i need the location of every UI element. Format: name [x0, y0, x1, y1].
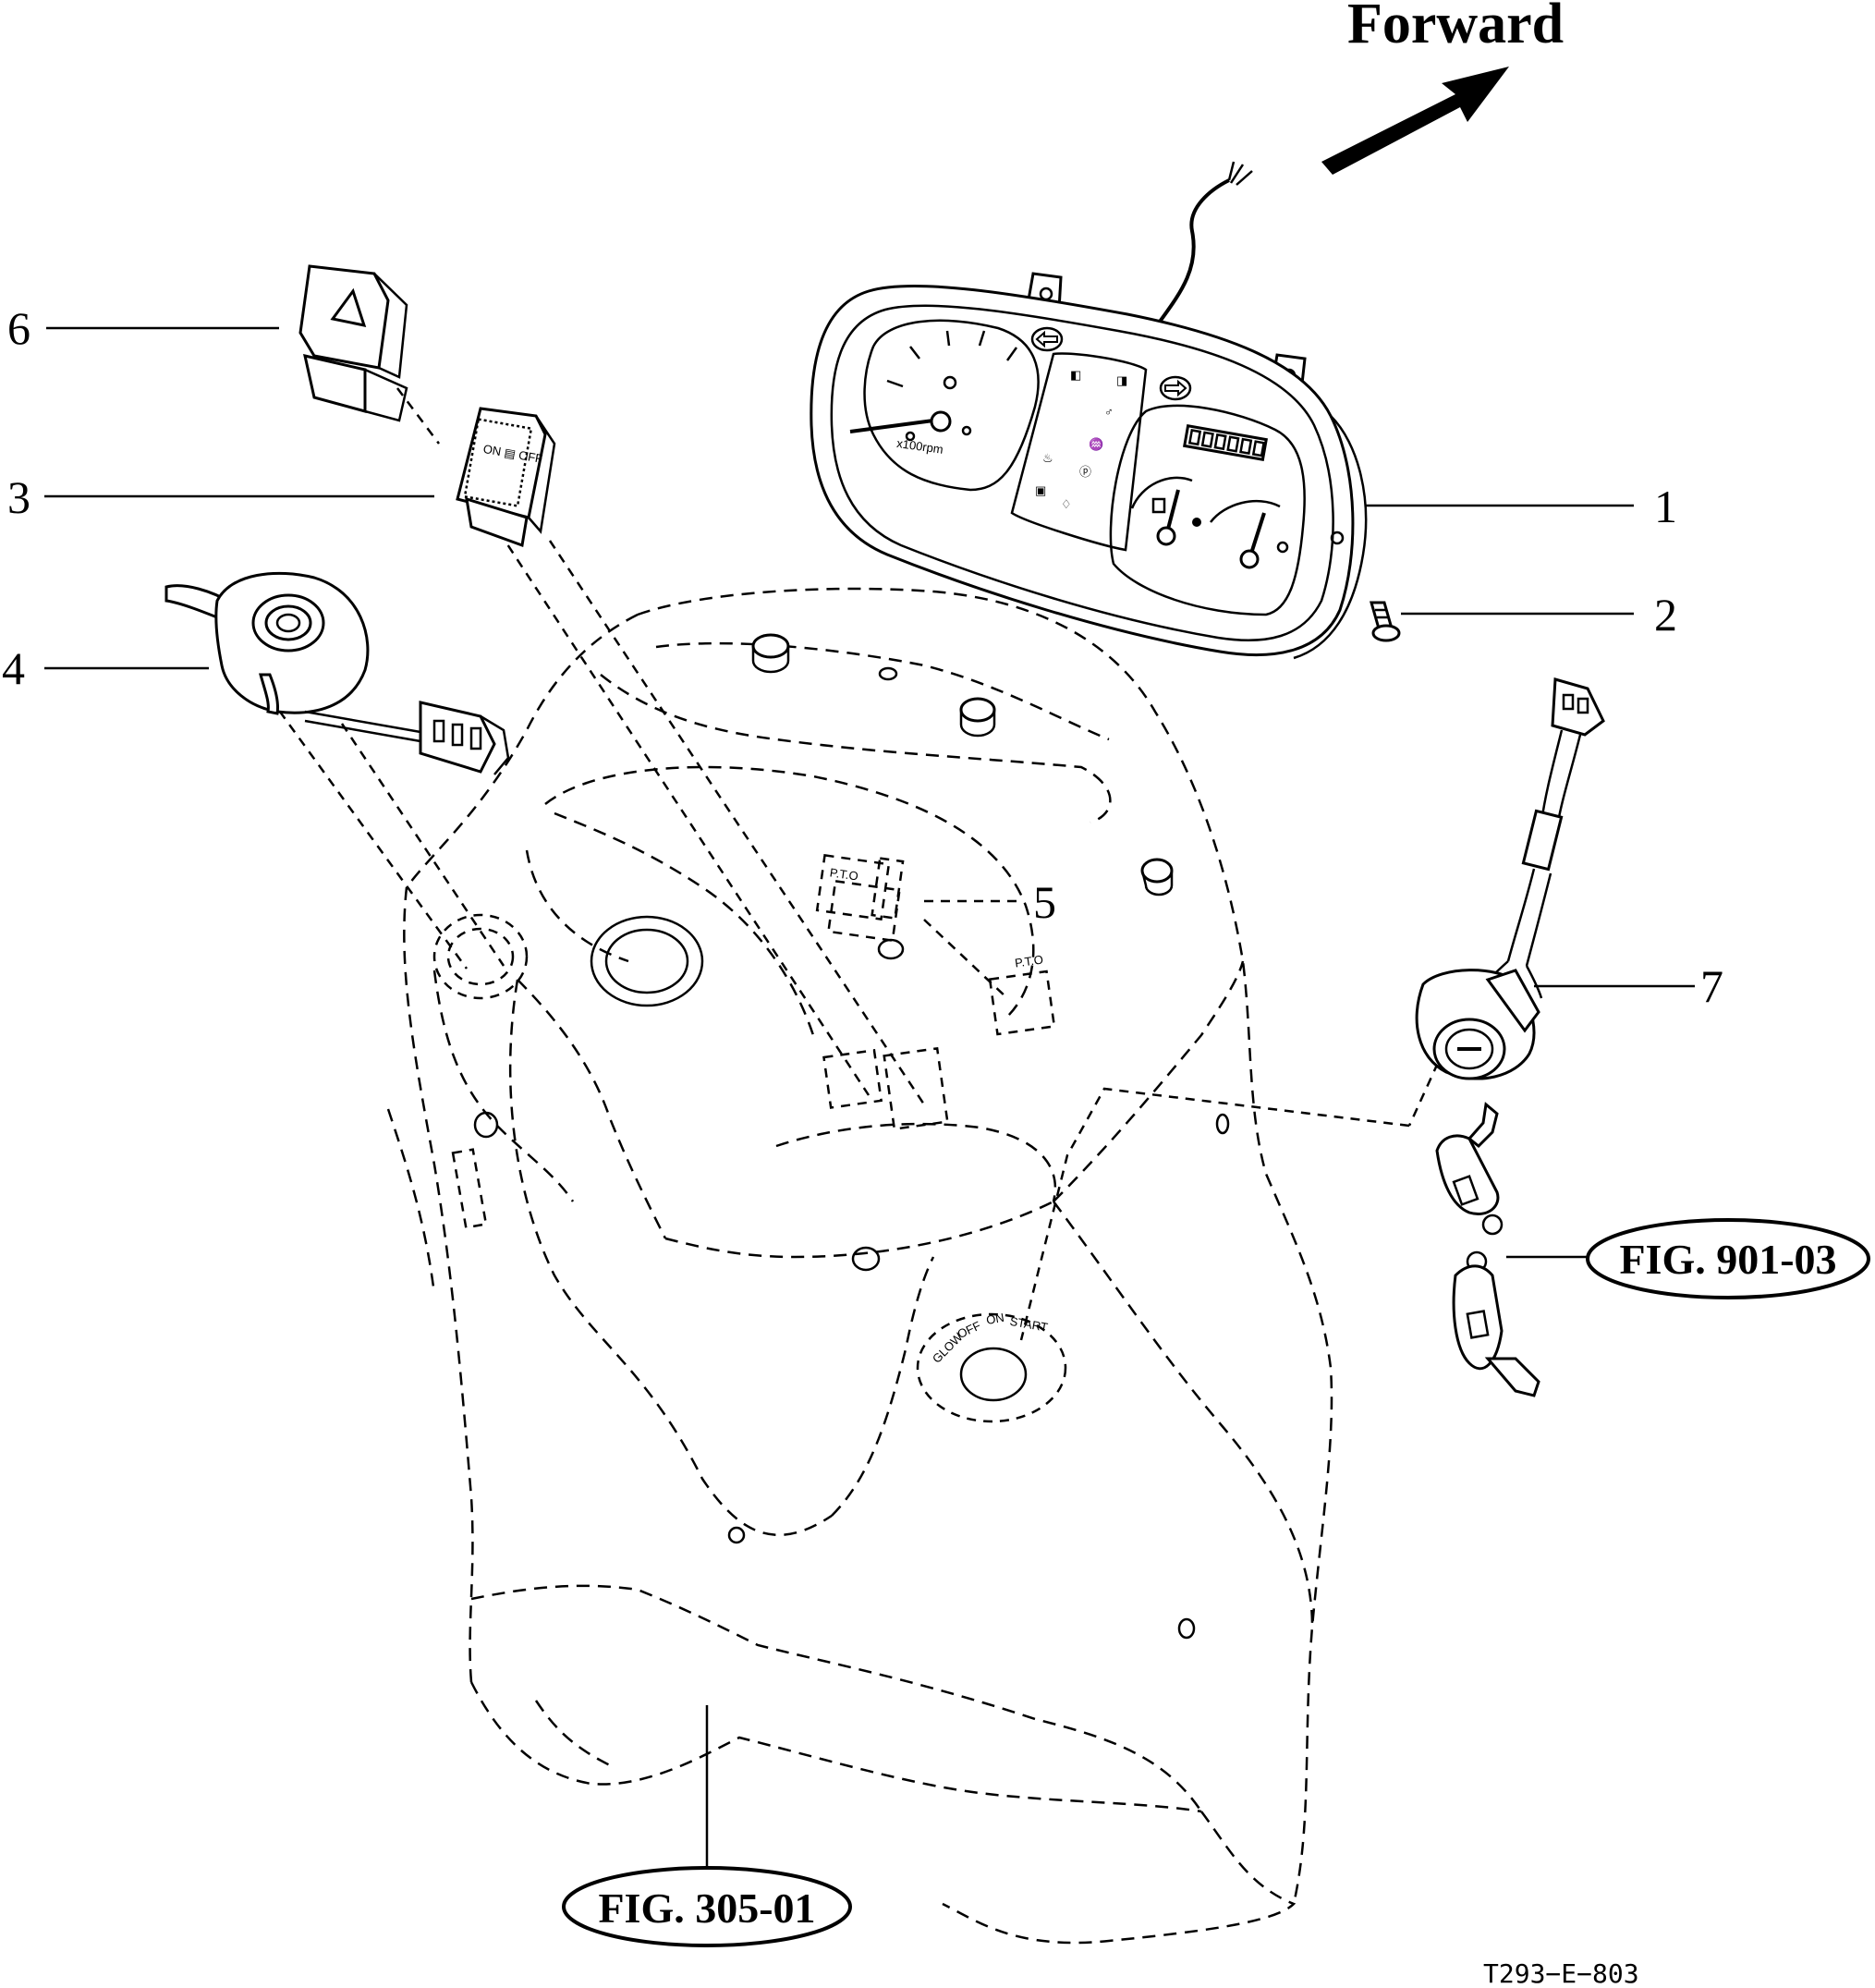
fig-reference-body[interactable]: FIG. 305-01: [562, 1866, 852, 1947]
fig-reference-keys[interactable]: FIG. 901-03: [1586, 1218, 1870, 1299]
tachometer-needle: [849, 419, 934, 433]
instrument-cluster: x100rpm ◧ ◨ ♂ ♒ ♨ ⓟ ▣ ♢: [810, 161, 1368, 660]
hour-meter-digits: [1187, 429, 1266, 457]
fig-305-01-label[interactable]: FIG. 305-01: [598, 1884, 815, 1932]
fig-901-03-label[interactable]: FIG. 901-03: [1619, 1236, 1836, 1283]
assembly-lines: [268, 387, 1440, 1341]
pto-switch: P.T.O: [815, 854, 905, 943]
hazard-switch: [298, 264, 408, 422]
coolant-icon: ♨: [1042, 451, 1053, 465]
ignition-dial: GLOW OFF ON START: [916, 1311, 1067, 1423]
pto-switch-label: P.T.O: [829, 865, 859, 883]
right-turn-indicator-icon: [1159, 375, 1192, 401]
battery-icon: ▣: [1035, 483, 1046, 497]
hazard-triangle-icon: [330, 287, 367, 327]
tachometer-ticks: [886, 330, 1018, 388]
ignition-pos-off: OFF: [956, 1318, 983, 1341]
temperature-gauge: [1210, 499, 1281, 523]
callout-numbers: 1 2 3 4 5 6 7: [2, 302, 1723, 1012]
forward-indicator: Forward: [1321, 0, 1564, 175]
screw: [1370, 601, 1401, 642]
dashboard-body-outline: P.T.O: [386, 587, 1333, 1945]
ignition-switch: [1415, 677, 1605, 1080]
ignition-pos-on: ON: [985, 1311, 1005, 1327]
callout-1: 1: [1654, 481, 1677, 532]
highbeam-icon: ◨: [1116, 373, 1127, 387]
rocker-switch: ON ▤ OFF: [456, 407, 556, 548]
combination-switch: [164, 571, 510, 775]
glow-plug-icon: ♒: [1089, 437, 1103, 451]
forward-label: Forward: [1347, 0, 1564, 55]
ignition-keys: [1435, 1102, 1540, 1397]
callout-4: 4: [2, 642, 25, 694]
callout-7: 7: [1700, 960, 1723, 1012]
callout-3: 3: [7, 471, 30, 523]
ignition-pos-start: START: [1009, 1314, 1049, 1335]
body-boss: [751, 633, 790, 674]
left-turn-indicator-icon: [1030, 326, 1064, 352]
rpm-label: x100rpm: [895, 436, 944, 457]
callout-2: 2: [1654, 589, 1677, 640]
body-boss: [1140, 858, 1174, 896]
warning-lamp-icons: ◧ ◨ ♂ ♒ ♨ ⓟ ▣ ♢: [1035, 368, 1127, 511]
callout-5: 5: [1033, 876, 1056, 928]
headlight-icon: ◧: [1070, 368, 1081, 382]
drawing-code: T293−E−803: [1483, 1958, 1639, 1988]
body-boss: [959, 697, 996, 738]
pto-panel-label: P.T.O: [1014, 952, 1044, 970]
parking-brake-icon: ⓟ: [1079, 465, 1091, 479]
forward-arrow-icon: [1321, 67, 1509, 175]
fuel-icon: ♢: [1061, 497, 1072, 511]
oil-pressure-icon: ♂: [1104, 405, 1114, 419]
fuel-gauge: [1130, 476, 1193, 509]
callout-6: 6: [7, 302, 30, 354]
leader-lines: [44, 326, 1695, 1867]
